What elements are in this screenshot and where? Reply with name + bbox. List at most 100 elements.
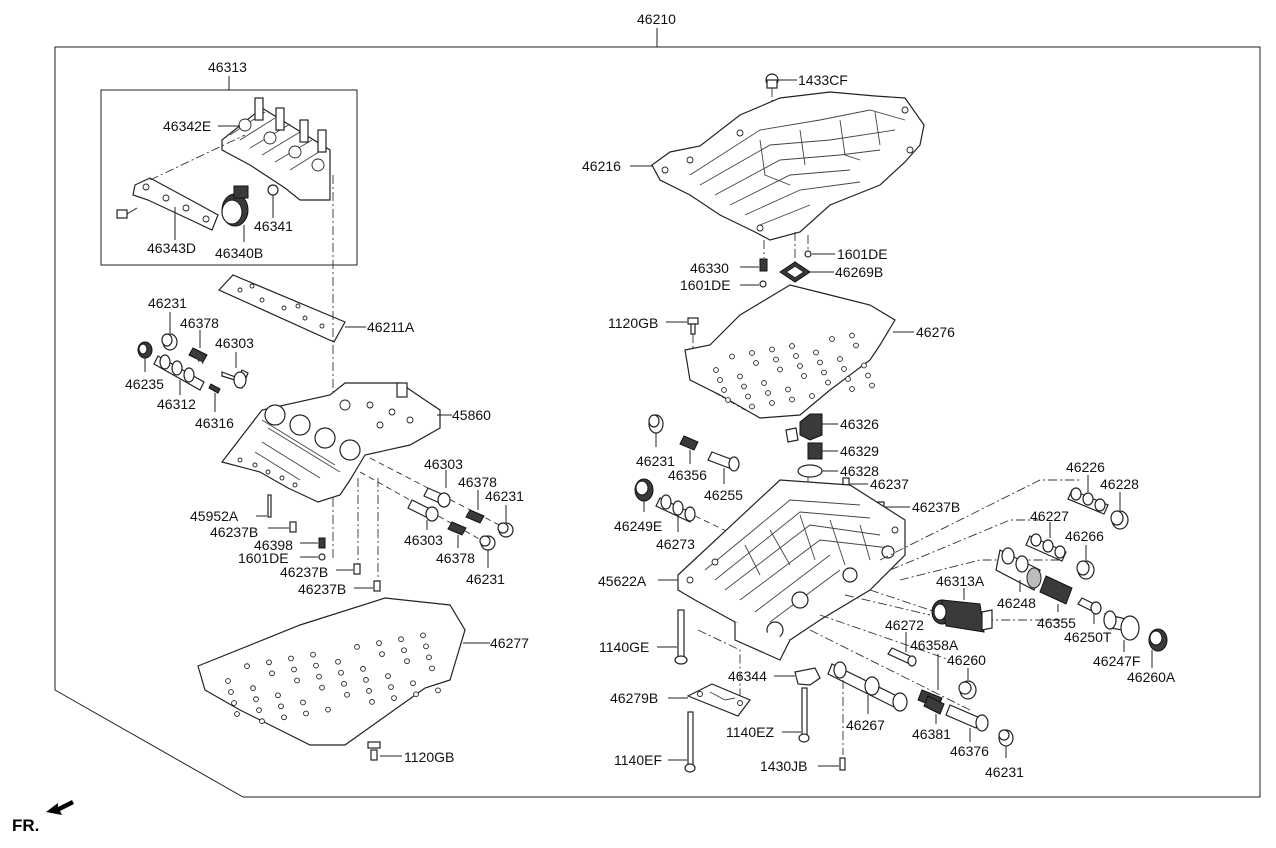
plug-46231-a bbox=[161, 333, 178, 351]
label-46231-c[interactable]: 46231 bbox=[466, 571, 505, 587]
label-46272[interactable]: 46272 bbox=[885, 617, 924, 633]
label-46303-a[interactable]: 46303 bbox=[215, 335, 254, 351]
label-46237B-c[interactable]: 46237B bbox=[298, 581, 346, 597]
plate-hole bbox=[801, 373, 807, 379]
label-46343D[interactable]: 46343D bbox=[147, 240, 196, 256]
label-46231-e[interactable]: 46231 bbox=[985, 764, 1024, 780]
label-46303-c[interactable]: 46303 bbox=[404, 532, 443, 548]
label-46330[interactable]: 46330 bbox=[690, 260, 729, 276]
label-46210[interactable]: 46210 bbox=[637, 11, 676, 27]
label-46356[interactable]: 46356 bbox=[668, 467, 707, 483]
label-46398[interactable]: 46398 bbox=[254, 537, 293, 553]
label-46266[interactable]: 46266 bbox=[1065, 528, 1104, 544]
label-46248[interactable]: 46248 bbox=[997, 595, 1036, 611]
label-46231-a[interactable]: 46231 bbox=[148, 295, 187, 311]
label-46237B-a[interactable]: 46237B bbox=[210, 524, 258, 540]
lower-valve-body-45622A bbox=[677, 479, 906, 661]
label-1120GB-a[interactable]: 1120GB bbox=[404, 749, 454, 765]
label-46231-d[interactable]: 46231 bbox=[636, 453, 675, 469]
label-45860[interactable]: 45860 bbox=[452, 407, 491, 423]
bracket-screw bbox=[116, 207, 138, 219]
label-1430JB[interactable]: 1430JB bbox=[760, 758, 807, 774]
label-46227[interactable]: 46227 bbox=[1030, 508, 1069, 524]
bolt-1140GE bbox=[674, 609, 688, 665]
label-46303-b[interactable]: 46303 bbox=[424, 456, 463, 472]
label-46231-b[interactable]: 46231 bbox=[485, 488, 524, 504]
plate-hole bbox=[325, 706, 331, 713]
plate-hole bbox=[385, 673, 391, 679]
label-46378-b[interactable]: 46378 bbox=[458, 474, 497, 490]
label-46250T[interactable]: 46250T bbox=[1064, 629, 1112, 645]
label-1601DE-b[interactable]: 1601DE bbox=[837, 246, 888, 262]
label-46267[interactable]: 46267 bbox=[846, 717, 885, 733]
label-46276[interactable]: 46276 bbox=[916, 324, 955, 340]
label-46328[interactable]: 46328 bbox=[840, 463, 879, 479]
label-1140EZ[interactable]: 1140EZ bbox=[726, 724, 774, 740]
label-46277[interactable]: 46277 bbox=[490, 635, 529, 651]
plug-46260 bbox=[958, 680, 977, 700]
plate-hole bbox=[303, 710, 309, 717]
label-1140GE[interactable]: 1140GE bbox=[599, 639, 649, 655]
plug-46231-c bbox=[479, 535, 496, 551]
label-45952A[interactable]: 45952A bbox=[190, 508, 239, 524]
label-1120GB-b[interactable]: 1120GB bbox=[608, 315, 658, 331]
label-45622A[interactable]: 45622A bbox=[598, 573, 647, 589]
label-1601DE-a[interactable]: 1601DE bbox=[238, 550, 289, 566]
label-46381[interactable]: 46381 bbox=[912, 726, 951, 742]
pin-46237B-c bbox=[373, 580, 381, 592]
plate-hole bbox=[769, 400, 775, 406]
plate-hole bbox=[369, 699, 375, 705]
label-46378-a[interactable]: 46378 bbox=[180, 315, 219, 331]
label-46260[interactable]: 46260 bbox=[947, 652, 986, 668]
label-46237[interactable]: 46237 bbox=[870, 476, 909, 492]
label-46269B[interactable]: 46269B bbox=[835, 264, 883, 280]
front-direction-label: FR. bbox=[12, 816, 39, 835]
valve-46303-c bbox=[407, 499, 439, 522]
label-46237B-d[interactable]: 46237B bbox=[912, 499, 960, 515]
plate-hole bbox=[789, 396, 795, 403]
plate-hole bbox=[404, 658, 410, 665]
label-46226[interactable]: 46226 bbox=[1066, 459, 1105, 475]
label-46344[interactable]: 46344 bbox=[728, 668, 767, 684]
label-1601DE-c[interactable]: 1601DE bbox=[680, 277, 731, 293]
plate-hole bbox=[737, 373, 743, 380]
label-46249E[interactable]: 46249E bbox=[614, 518, 662, 534]
front-arrow-icon bbox=[46, 800, 74, 815]
label-46279B[interactable]: 46279B bbox=[610, 690, 658, 706]
label-46273[interactable]: 46273 bbox=[656, 536, 695, 552]
plate-hole bbox=[853, 342, 859, 349]
label-46358A[interactable]: 46358A bbox=[910, 637, 959, 653]
label-46247F[interactable]: 46247F bbox=[1093, 653, 1140, 669]
plate-hole bbox=[344, 691, 350, 698]
label-1433CF[interactable]: 1433CF bbox=[798, 72, 848, 88]
label-46260A[interactable]: 46260A bbox=[1127, 669, 1176, 685]
label-46313A[interactable]: 46313A bbox=[936, 573, 985, 589]
label-46326[interactable]: 46326 bbox=[840, 416, 879, 432]
plate-hole bbox=[849, 332, 855, 339]
label-46376[interactable]: 46376 bbox=[950, 743, 989, 759]
label-46316[interactable]: 46316 bbox=[195, 415, 234, 431]
plate-hole bbox=[278, 703, 284, 710]
label-46237B-b[interactable]: 46237B bbox=[280, 564, 328, 580]
label-46341[interactable]: 46341 bbox=[254, 218, 293, 234]
plate-hole bbox=[745, 393, 751, 400]
plate-hole bbox=[423, 643, 429, 650]
label-46355[interactable]: 46355 bbox=[1037, 615, 1076, 631]
label-46255[interactable]: 46255 bbox=[704, 487, 743, 503]
label-46235[interactable]: 46235 bbox=[125, 376, 164, 392]
plate-hole bbox=[753, 360, 759, 366]
plate-hole bbox=[256, 707, 262, 714]
plate-hole bbox=[721, 387, 727, 393]
label-46378-c[interactable]: 46378 bbox=[436, 550, 475, 566]
label-46340B[interactable]: 46340B bbox=[215, 245, 263, 261]
plate-hole bbox=[354, 644, 360, 650]
label-46329[interactable]: 46329 bbox=[840, 443, 879, 459]
label-46211A[interactable]: 46211A bbox=[367, 319, 415, 335]
label-46312[interactable]: 46312 bbox=[157, 396, 196, 412]
label-46228[interactable]: 46228 bbox=[1100, 476, 1139, 492]
label-46342E[interactable]: 46342E bbox=[163, 118, 211, 134]
label-1140EF[interactable]: 1140EF bbox=[614, 752, 662, 768]
label-46313[interactable]: 46313 bbox=[208, 59, 247, 75]
bolt-1140EF bbox=[684, 711, 696, 773]
label-46216[interactable]: 46216 bbox=[582, 158, 621, 174]
